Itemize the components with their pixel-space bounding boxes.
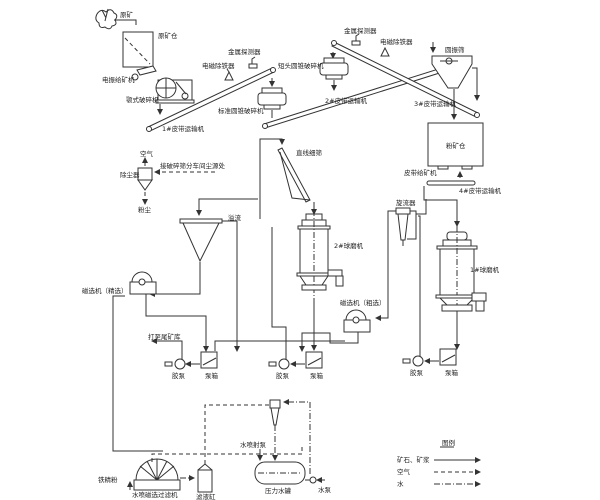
filtrate-tank xyxy=(180,463,213,493)
metal-detector-2-label: 金属探测器 xyxy=(344,26,377,35)
linear-fine-screen xyxy=(277,147,311,203)
air-label: 空气 xyxy=(140,149,154,158)
raw-ore-bin-label: 原矿仓 xyxy=(158,31,178,40)
linear-screen-label: 直线细筛 xyxy=(296,148,323,157)
mag-sep-rough-label: 磁选机（粗选） xyxy=(340,298,386,307)
belt-roller xyxy=(331,40,337,46)
magnet-separator-icon xyxy=(380,46,390,57)
mag-sep-clean-label: 磁选机（精选） xyxy=(82,286,128,295)
pump-sump-set-3 xyxy=(402,215,457,367)
ball-mill-2 xyxy=(296,202,344,300)
air-line xyxy=(151,446,303,462)
water-pump-icon xyxy=(309,476,317,484)
pump-label: 胶泵 xyxy=(410,368,424,377)
sump-label: 泵箱 xyxy=(205,371,219,380)
circ-screen-label: 圆振筛 xyxy=(445,45,465,54)
jet-pump-label: 水喷射泵 xyxy=(240,440,267,449)
belt4-label: 4#皮带运输机 xyxy=(459,186,502,195)
vibrating-feeder xyxy=(136,65,157,76)
water-cyclone xyxy=(269,399,311,474)
overflow-label: 溢流 xyxy=(228,213,242,222)
raw-ore-label: 原矿 xyxy=(120,10,134,19)
belt-feeder xyxy=(461,165,473,170)
raw-ore-icon xyxy=(95,8,118,30)
pump-label: 胶泵 xyxy=(172,371,186,380)
belt2-label: 2#皮带运输机 xyxy=(325,96,368,105)
air-line xyxy=(204,404,270,464)
belt-roller xyxy=(262,123,268,129)
vibrating-feeder-label: 电振给矿机 xyxy=(102,75,135,84)
legend-label-ore: 矿石、矿浆 xyxy=(397,455,430,464)
feed-line-mill1 xyxy=(423,186,460,227)
belt-roller xyxy=(270,67,276,73)
metal-detector-icon xyxy=(351,40,361,46)
feeder-motor xyxy=(131,73,139,81)
jaw-crusher xyxy=(155,77,195,104)
thickener-tank xyxy=(149,198,258,352)
pump-sump-set-2 xyxy=(268,227,323,370)
metal-detector-icon xyxy=(248,63,258,69)
filter-tank-label: 滤液缸 xyxy=(196,492,216,500)
belt-roller xyxy=(146,126,152,132)
short-head-crusher-label: 短头圆锥破碎机 xyxy=(278,61,324,70)
filter-label: 水喷磁选过滤机 xyxy=(132,490,178,499)
magnet-sep-2-label: 电磁除铁器 xyxy=(380,37,413,46)
belt-conveyor-4 xyxy=(426,180,476,186)
mill2-label: 2#球磨机 xyxy=(334,241,364,250)
belt-feeder xyxy=(437,165,449,170)
to-tailings-label: 打至尾矿库 xyxy=(148,332,181,341)
sump-label: 泵箱 xyxy=(445,368,459,377)
std-cone-crusher-label: 标准圆锥破碎机 xyxy=(218,106,264,115)
fine-ore-bin-label: 粉矿仓 xyxy=(446,141,466,150)
cyclone-label: 旋流器 xyxy=(396,198,416,207)
legend-label-water: 水 xyxy=(397,479,404,488)
ball-mill-1 xyxy=(435,226,487,346)
belt3-label: 3#皮带运输机 xyxy=(414,99,457,108)
detector-antenna xyxy=(251,56,256,64)
belt-feeder-label: 皮带给矿机 xyxy=(404,168,437,177)
detector-antenna xyxy=(355,33,360,41)
legend-title: 图例 xyxy=(442,438,455,447)
standard-cone-crusher xyxy=(257,78,287,118)
magnetic-separator-cleaning xyxy=(112,271,209,452)
belt-roller xyxy=(474,112,480,118)
jaw-crusher-label: 颚式破碎机 xyxy=(126,95,159,104)
bin-dashed-line xyxy=(124,37,151,65)
short-head-cone-crusher xyxy=(319,52,349,91)
magnet-sep-1-label: 电磁除铁器 xyxy=(202,61,235,70)
raw-ore-line xyxy=(114,19,137,25)
magnet-separator-icon xyxy=(224,68,234,81)
belt1-label: 1#皮带运输机 xyxy=(162,124,205,133)
raw-ore-bin xyxy=(122,31,154,68)
magnetic-separator-roughing xyxy=(299,290,389,352)
screen-feed-line xyxy=(259,138,285,219)
water-pump-label: 水泵 xyxy=(318,485,332,494)
pump-sump-set-1 xyxy=(151,338,345,370)
vacuum-filter xyxy=(127,458,181,491)
iron-concentrate-label: 铁精粉 xyxy=(98,475,118,484)
dust-label: 粉尘 xyxy=(138,205,152,214)
sump-label: 泵箱 xyxy=(310,371,324,380)
pump-label: 胶泵 xyxy=(276,371,290,380)
hydrocyclone xyxy=(387,199,427,316)
pressure-water-tank xyxy=(254,449,315,485)
circular-vibrating-screen xyxy=(430,42,480,120)
dust-collector-label: 除尘器 xyxy=(120,170,140,179)
pressure-tank-label: 压力水罐 xyxy=(265,486,292,495)
legend-label-air: 空气 xyxy=(397,467,411,476)
screen-outline xyxy=(279,151,311,201)
legend: 图例 矿石、矿浆 空气 水 xyxy=(397,438,481,488)
metal-detector-1-label: 金属探测器 xyxy=(228,47,261,56)
mill1-label: 1#球磨机 xyxy=(470,265,500,274)
dust-collector xyxy=(137,157,215,205)
fine-ore-bin xyxy=(427,122,484,167)
dust-source-label: 接破碎筛分车间尘源处 xyxy=(160,161,226,170)
